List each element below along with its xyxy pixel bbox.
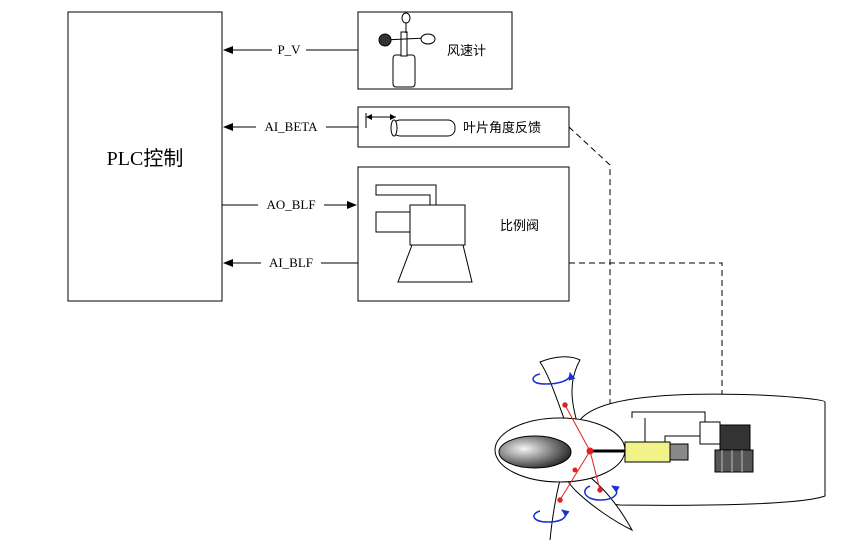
signal-label-ai-blf: AI_BLF	[269, 255, 313, 270]
signal-ao-blf: AO_BLF	[222, 196, 357, 212]
dashed-connectors	[568, 126, 723, 447]
proportional-valve-icon	[375, 184, 473, 283]
blade-angle-block: 叶片角度反馈	[357, 106, 570, 148]
spinner-icon	[498, 435, 572, 469]
plc-label: PLC控制	[107, 147, 184, 170]
anemometer-label: 风速计	[447, 44, 486, 59]
signal-ai-beta: AI_BETA	[223, 118, 358, 134]
hydraulic-cylinder-icon	[624, 441, 671, 463]
valve-unit-icon	[699, 421, 754, 473]
blade-angle-label: 叶片角度反馈	[463, 120, 541, 136]
turbine-assembly	[494, 356, 826, 541]
plc-block: PLC控制	[67, 11, 223, 302]
signal-label-p-v: P_V	[277, 42, 301, 57]
rotation-arrows	[532, 372, 620, 523]
signal-ai-blf: AI_BLF	[223, 254, 358, 270]
valve-block: 比例阀	[357, 166, 570, 302]
signal-label-ai-beta: AI_BETA	[264, 119, 318, 134]
valve-label: 比例阀	[500, 219, 539, 234]
signal-label-ao-blf: AO_BLF	[266, 197, 315, 212]
sensor-rod-icon	[365, 113, 456, 137]
signal-p-v: P_V	[223, 41, 358, 57]
pitch-linkage	[557, 402, 603, 503]
anemometer-icon	[378, 12, 436, 88]
anemometer-block: 风速计	[357, 11, 513, 90]
